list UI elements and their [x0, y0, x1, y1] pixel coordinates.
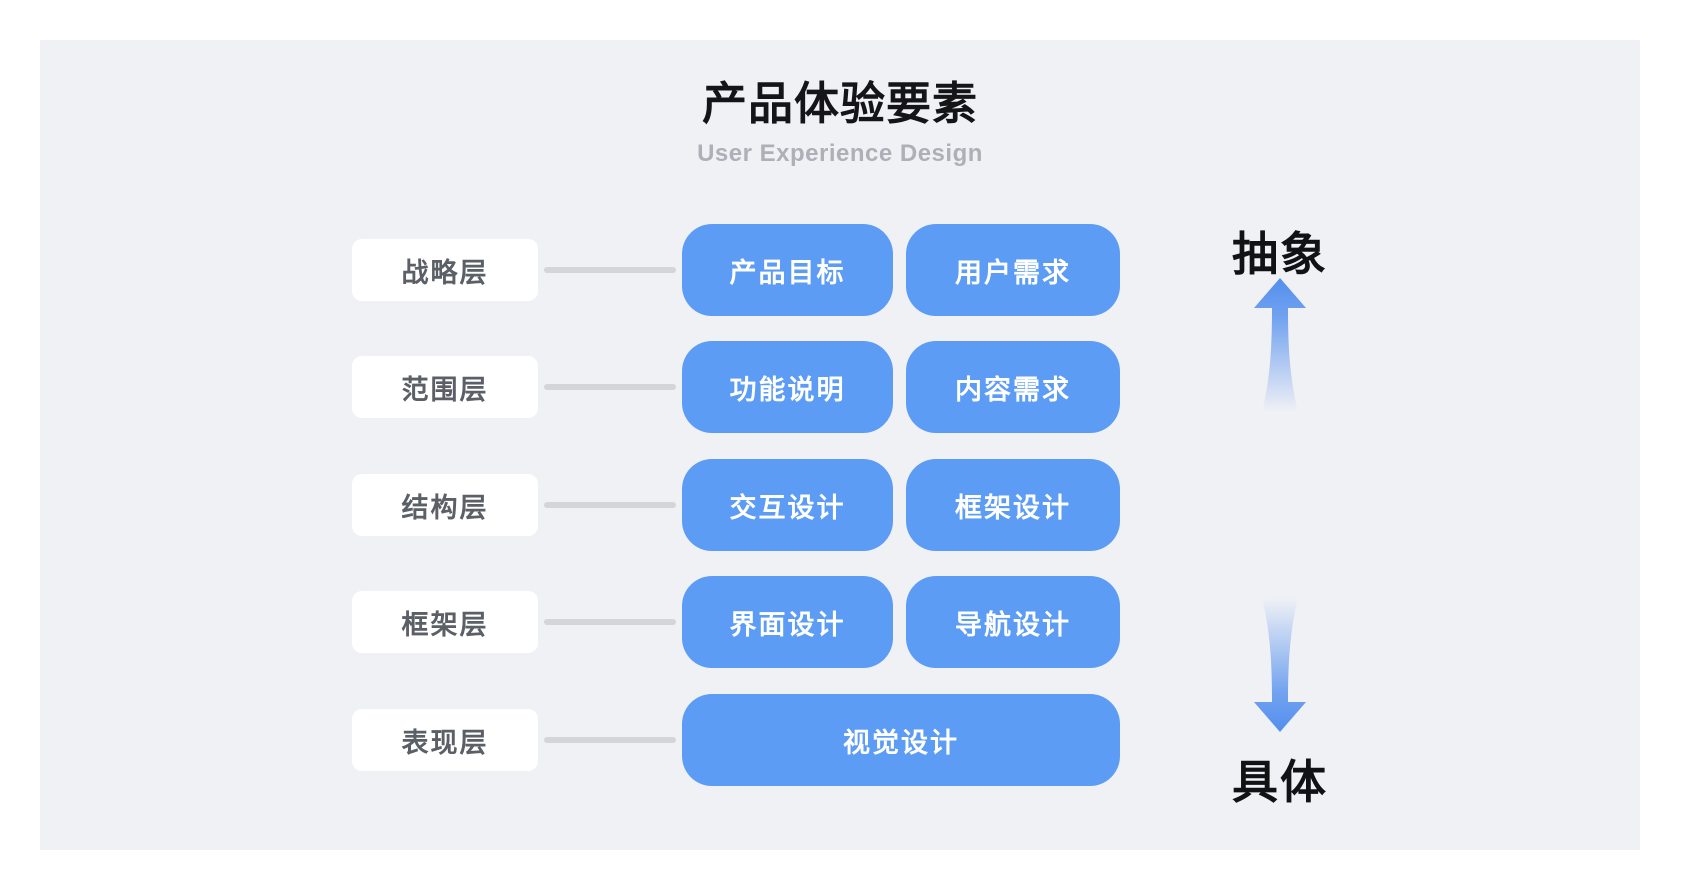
layer-label: 表现层	[401, 727, 489, 758]
element-box: 视觉设计	[682, 694, 1120, 786]
connector-line	[544, 502, 676, 508]
element-box: 功能说明	[682, 341, 893, 433]
element-box: 内容需求	[906, 341, 1120, 433]
diagram-panel: 产品体验要素 User Experience Design 战略层 产品目标 用…	[40, 40, 1640, 850]
page-title: 产品体验要素	[701, 78, 978, 129]
layer-label: 战略层	[401, 257, 489, 288]
arrow-up-icon	[1248, 278, 1312, 412]
element-box: 导航设计	[906, 576, 1120, 668]
element-box: 界面设计	[682, 576, 893, 668]
connector-line	[544, 737, 676, 743]
arrow-down-icon	[1248, 590, 1312, 732]
layer-label-box: 战略层	[352, 239, 538, 301]
page-subtitle: User Experience Design	[697, 139, 983, 167]
layer-label-box: 表现层	[352, 709, 538, 771]
element-box: 框架设计	[906, 459, 1120, 551]
element-box: 用户需求	[906, 224, 1120, 316]
connector-line	[544, 267, 676, 273]
layer-label: 结构层	[401, 492, 489, 523]
layer-label-box: 框架层	[352, 591, 538, 653]
element-box: 产品目标	[682, 224, 893, 316]
layer-label: 框架层	[401, 609, 489, 640]
element-box: 交互设计	[682, 459, 893, 551]
layer-label: 范围层	[401, 374, 489, 405]
diagram-header: 产品体验要素 User Experience Design	[40, 78, 1640, 168]
connector-line	[544, 619, 676, 625]
connector-line	[544, 384, 676, 390]
abstract-label: 抽象	[1232, 228, 1328, 280]
layer-label-box: 范围层	[352, 356, 538, 418]
layer-label-box: 结构层	[352, 474, 538, 536]
concrete-label: 具体	[1232, 756, 1328, 808]
